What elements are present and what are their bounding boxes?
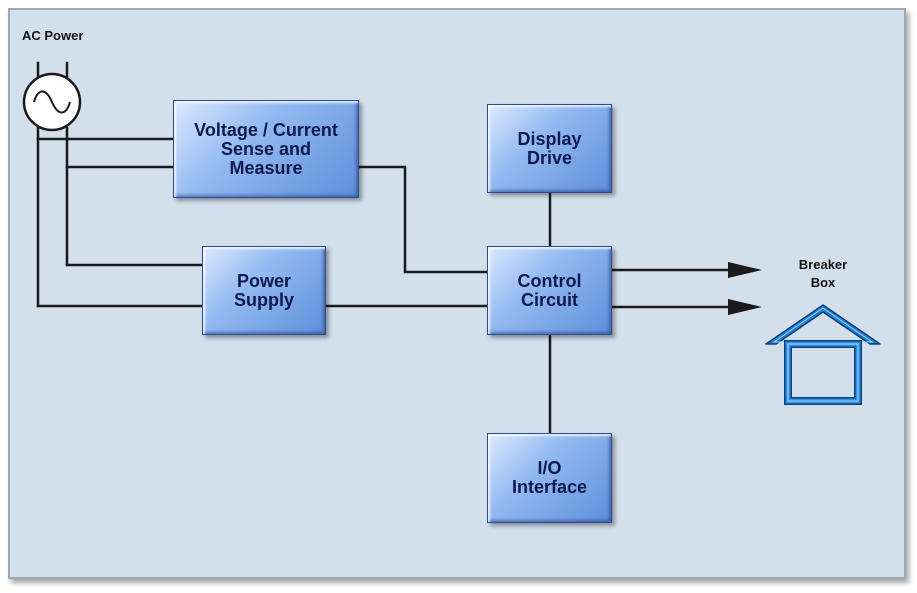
ac-sine-source-icon	[22, 72, 82, 132]
voltage-current-sense-block: Voltage / Current Sense and Measure	[173, 100, 359, 198]
io-interface-block: I/O Interface	[487, 433, 612, 523]
display-drive-block: Display Drive	[487, 104, 612, 193]
power-supply-block: Power Supply	[202, 246, 326, 335]
breaker-box-label: Breaker Box	[798, 257, 848, 290]
arrowhead-1	[728, 262, 762, 278]
wire-sense-to-control	[357, 165, 489, 274]
arrowhead-2	[728, 299, 762, 315]
control-circuit-block: Control Circuit	[487, 246, 612, 335]
house-icon	[765, 304, 881, 405]
ac-power-label: AC Power	[22, 28, 84, 43]
diagram-frame	[8, 8, 906, 579]
